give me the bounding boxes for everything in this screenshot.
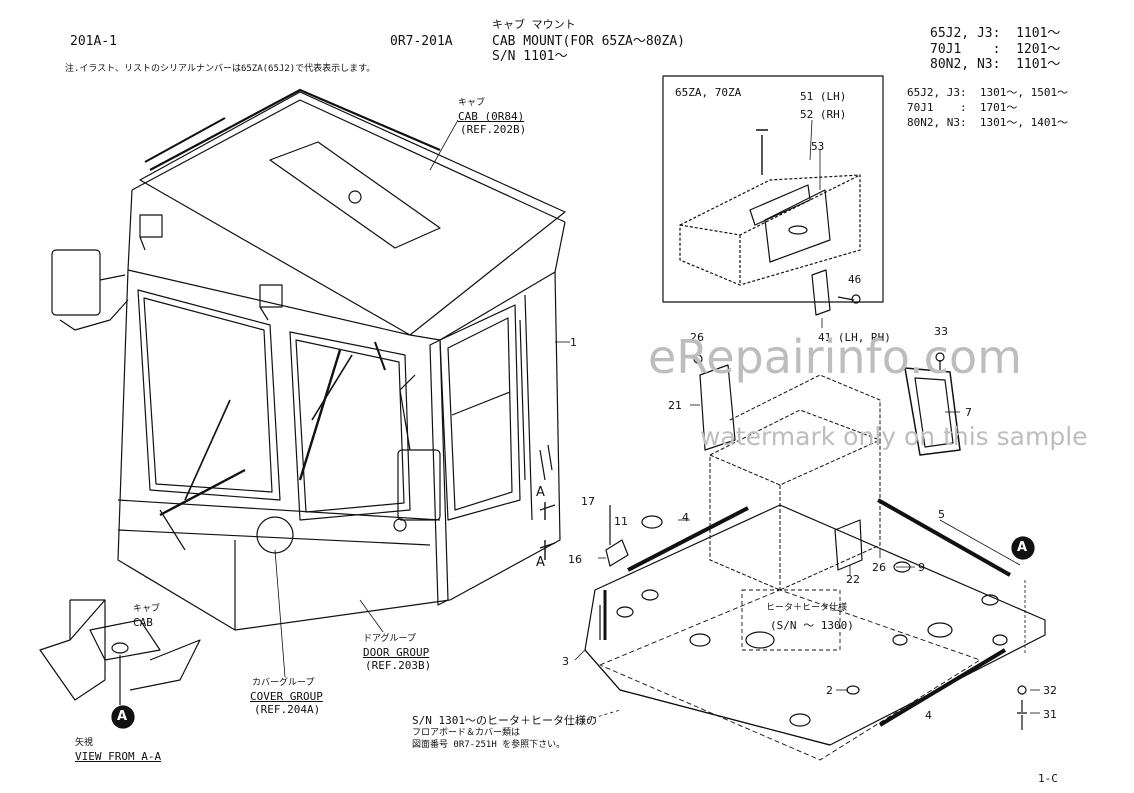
page-code: 201A-1 (70, 34, 117, 49)
part-32: 32 (1043, 684, 1057, 697)
inset-label-46: 46 (848, 273, 862, 286)
part-26a: 26 (690, 331, 704, 344)
inset-label-52: 52 (RH) (800, 108, 847, 121)
part-16: 16 (568, 553, 582, 566)
serial-mid-3: 80N2, N3: 1301～, 1401～ (907, 116, 1069, 129)
inset-label-53: 53 (811, 140, 825, 153)
note-sn: S/N 1301～のヒータ＋ヒータ仕様の (412, 714, 597, 727)
title-en: CAB MOUNT(FOR 65ZA～80ZA) (492, 34, 686, 49)
part-2: 2 (826, 684, 833, 697)
door-callout-ref: (REF.203B) (365, 659, 432, 672)
part-4a: 4 (682, 511, 689, 524)
part-33: 33 (934, 325, 948, 338)
cover-callout: COVER GROUP (250, 690, 323, 703)
cover-callout-ref: (REF.204A) (254, 703, 321, 716)
part-21: 21 (668, 399, 682, 412)
watermark-sub: watermark only on this sample (700, 422, 1088, 451)
view-cab-label: CAB (133, 616, 153, 629)
part-22: 22 (846, 573, 860, 586)
view-label: VIEW FROM A-A (75, 750, 162, 763)
serial-top-1: 65J2, J3: 1101～ (930, 26, 1061, 41)
part-17: 17 (581, 495, 595, 508)
view-circle-a-label: A (117, 709, 128, 724)
inset-label-51: 51 (LH) (800, 90, 847, 103)
part-31: 31 (1043, 708, 1057, 721)
note-line-2: フロアボード＆カバー類は (412, 728, 521, 738)
serial-range: S/N 1101～ (492, 49, 568, 64)
page-number: 1-C (1038, 772, 1058, 785)
part-7: 7 (965, 406, 972, 419)
view-cab-jp: キャブ (133, 604, 161, 614)
group-code: 0R7-201A (390, 34, 453, 49)
floor-circle-a (1011, 536, 1035, 560)
part-3: 3 (562, 655, 569, 668)
leader-lines (274, 119, 1040, 726)
note-line-3: 図面番号 0R7-251H を参照下さい。 (412, 740, 566, 750)
part-5: 5 (938, 508, 945, 521)
title-jp: キャブ マウント (492, 18, 576, 31)
cab-callout-code: CAB (0R84) (458, 110, 525, 123)
heater-callout-jp: ヒータ＋ヒータ仕様 (766, 603, 848, 613)
floor-circle-a-label: A (1017, 540, 1028, 555)
serial-top-2: 70J1 : 1201～ (930, 42, 1061, 57)
watermark-main: eRepairinfo.com (648, 330, 1022, 384)
view-a-a-drawing (39, 599, 201, 729)
part-1: 1 (570, 336, 577, 349)
note-jp: 注.イラスト、リストのシリアルナンバーは65ZA(65J2)で代表表示します。 (65, 64, 376, 74)
serial-top-3: 80N2, N3: 1101～ (930, 57, 1061, 72)
door-callout: DOOR GROUP (363, 646, 430, 659)
part-9: 9 (918, 561, 925, 574)
part-4b: 4 (925, 709, 932, 722)
part-26b: 26 (872, 561, 886, 574)
inset-drawing (662, 75, 884, 328)
part-11: 11 (614, 515, 628, 528)
cover-callout-jp: カバーグループ (252, 678, 315, 688)
cab-drawing (51, 88, 566, 631)
heater-callout-sn: (S/N ～ 1300) (770, 619, 854, 632)
door-callout-jp: ドアグループ (363, 634, 417, 644)
view-circle-a (111, 705, 135, 729)
cab-callout-ref: (REF.202B) (460, 123, 527, 136)
cab-callout-jp: キャブ (458, 98, 486, 108)
floor-drawing (584, 352, 1046, 761)
serial-mid-2: 70J1 : 1701～ (907, 101, 1018, 114)
section-a-bottom: A (536, 555, 545, 570)
inset-label-41: 41 (LH, RH) (818, 331, 891, 344)
view-jp: 矢視 (75, 738, 94, 748)
serial-mid-1: 65J2, J3: 1301～, 1501～ (907, 86, 1069, 99)
inset-title: 65ZA, 70ZA (675, 86, 742, 99)
section-a-top: A (536, 485, 545, 500)
